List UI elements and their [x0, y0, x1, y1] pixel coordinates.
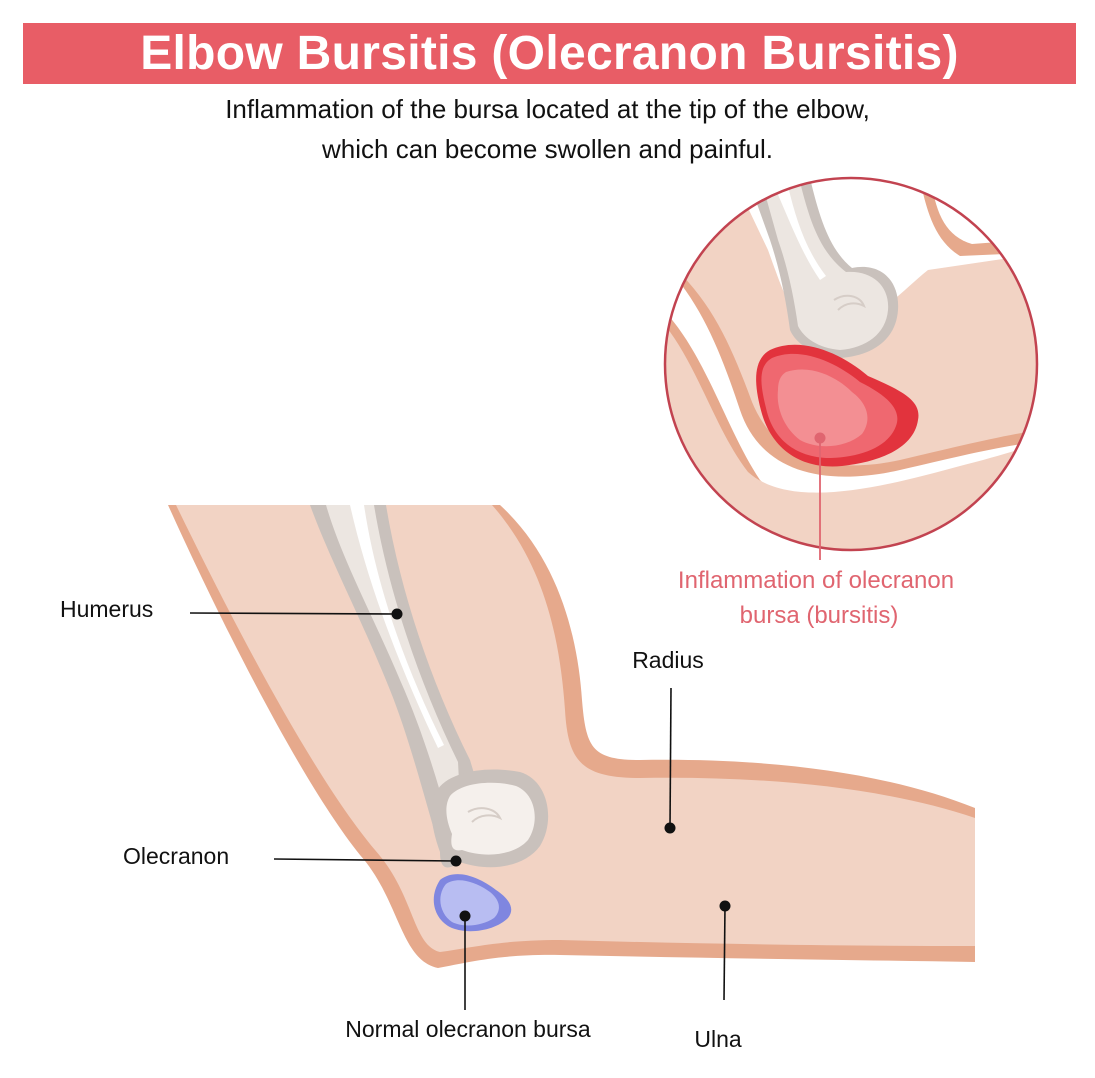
bursitis-inset [663, 176, 1039, 552]
humerus-highlight [350, 505, 444, 748]
arm-illustration [168, 505, 975, 968]
radius-label: Radius [632, 647, 704, 673]
inflamed-bursa-label-line-2: bursa (bursitis) [740, 602, 899, 629]
humerus-dot [391, 608, 403, 620]
inset-ring [663, 176, 1039, 552]
inflamed-bursa-label-line-1: Inflammation of olecranon [678, 567, 954, 594]
normal-bursa-dot [459, 910, 471, 922]
leader-lines [189, 612, 726, 1010]
humerus-head-inner [446, 782, 535, 855]
olecranon-dot [450, 855, 462, 867]
page-title: Elbow Bursitis (Olecranon Bursitis) [140, 26, 959, 80]
leader-dots [391, 608, 731, 922]
ulna-dot [719, 900, 731, 912]
subtitle-line-2: which can become swollen and painful. [322, 134, 773, 164]
subtitle-line-1: Inflammation of the bursa located at the… [225, 94, 870, 124]
humerus-label: Humerus [60, 596, 153, 622]
title-banner: Elbow Bursitis (Olecranon Bursitis) [23, 23, 1076, 84]
humerus-shaft-inner [326, 505, 460, 820]
inflamed-bursa-dot [814, 432, 826, 444]
ulna-label: Ulna [694, 1026, 742, 1052]
olecranon-label: Olecranon [123, 843, 229, 869]
normal-bursa-label: Normal olecranon bursa [345, 1016, 591, 1042]
radius-dot [664, 822, 676, 834]
